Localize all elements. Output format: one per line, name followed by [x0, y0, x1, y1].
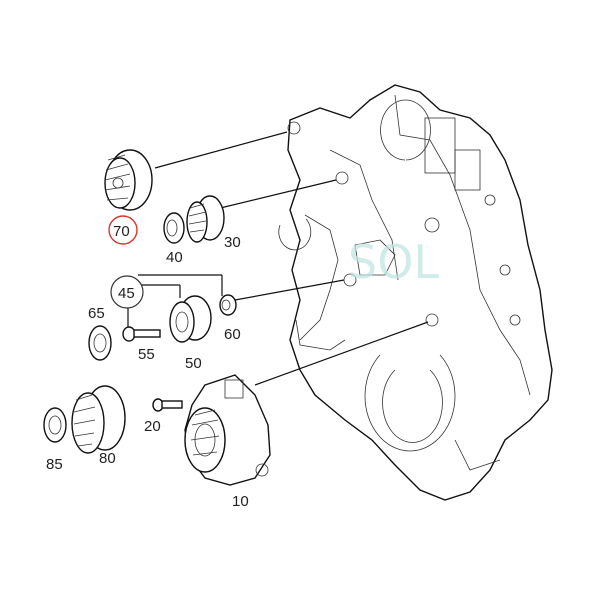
callout-55: 55: [138, 346, 155, 363]
leader-lines: [127, 131, 429, 386]
bolt-20-icon: [152, 398, 183, 412]
callout-50: 50: [185, 355, 202, 372]
idler-30-icon: [186, 195, 225, 243]
callout-60: 60: [224, 326, 241, 343]
idler-40-icon: [163, 212, 185, 244]
roller-50-icon: [169, 295, 212, 343]
cap-85-icon: [43, 407, 67, 443]
watermark-text: SOL: [348, 235, 439, 289]
callout-65: 65: [88, 305, 105, 322]
idler-80-icon: [71, 385, 126, 454]
callout-30: 30: [224, 234, 241, 251]
bolt-55-icon: [122, 326, 161, 342]
callout-20: 20: [144, 418, 161, 435]
callout-80: 80: [99, 450, 116, 467]
bushing-60-icon: [219, 294, 237, 316]
callout-45-circle: [110, 275, 144, 309]
callout-70-highlight: [108, 215, 138, 245]
cap-65-icon: [88, 325, 112, 361]
callout-85: 85: [46, 456, 63, 473]
callout-10: 10: [232, 493, 249, 510]
callout-45: 45: [118, 285, 135, 302]
pulley-70-icon: [104, 149, 153, 211]
callout-70: 70: [113, 223, 130, 240]
timing-cover-housing: [278, 84, 553, 501]
callout-40: 40: [166, 249, 183, 266]
tensioner-10-icon: [184, 374, 271, 486]
